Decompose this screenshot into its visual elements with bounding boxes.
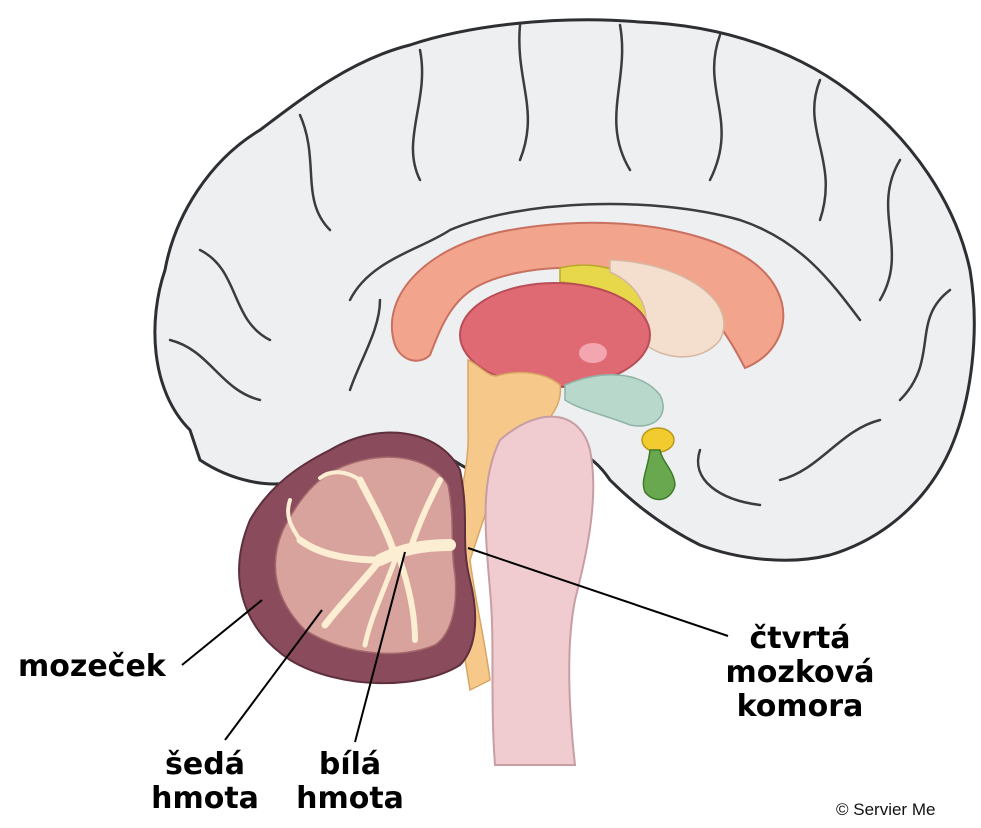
thalamus: [460, 283, 650, 387]
thalamus-highlight: [579, 343, 607, 363]
label-gray-matter-line1: šedá: [140, 748, 270, 782]
label-cerebellum-text: mozeček: [18, 649, 166, 684]
label-gray-matter-line2: hmota: [140, 782, 270, 816]
label-gray-matter: šedá hmota: [140, 748, 270, 816]
pointer-cerebellum: [182, 600, 262, 665]
label-white-matter-line2: hmota: [285, 782, 415, 816]
label-fourth-ventricle-line1: čtvrtá: [715, 622, 885, 656]
label-cerebellum: mozeček: [18, 650, 166, 684]
label-white-matter-line1: bílá: [285, 748, 415, 782]
mammillary-yellow: [642, 428, 674, 452]
label-white-matter: bílá hmota: [285, 748, 415, 816]
brainstem: [486, 417, 594, 765]
label-fourth-ventricle-line3: komora: [715, 690, 885, 724]
label-fourth-ventricle: čtvrtá mozková komora: [715, 622, 885, 724]
copyright-notice: © Servier Me: [836, 800, 935, 820]
label-fourth-ventricle-line2: mozková: [715, 656, 885, 690]
